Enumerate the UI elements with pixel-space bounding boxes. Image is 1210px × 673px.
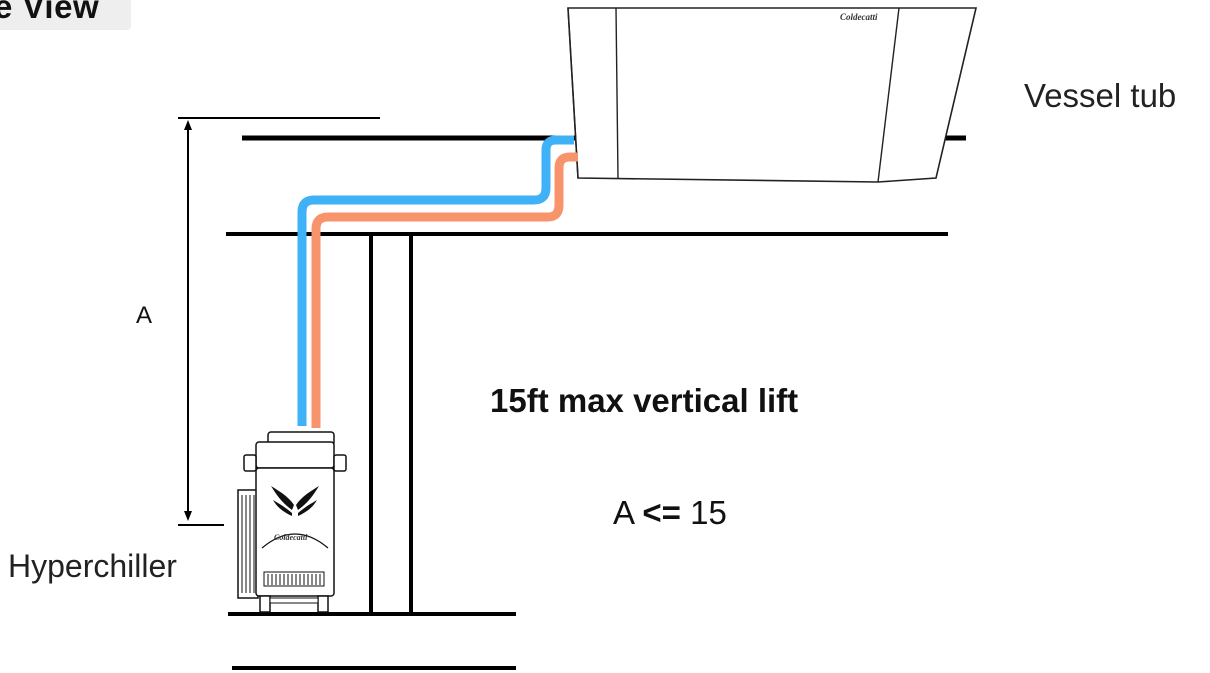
dimension-arrow-head-top xyxy=(184,120,192,130)
constraint-operator: <= xyxy=(642,494,681,531)
constraint-value: 15 xyxy=(690,494,727,531)
chiller-brand-logo: Coldecatti xyxy=(274,533,308,542)
dimension-a-label: A xyxy=(136,302,153,329)
max-vertical-lift-label: 15ft max vertical lift xyxy=(490,382,799,419)
dimension-arrow-head-bottom xyxy=(184,511,192,521)
lift-constraint: A <= 15 xyxy=(613,494,727,532)
wings-logo xyxy=(271,486,319,516)
view-title-tag: e View xyxy=(0,0,131,30)
vessel-tub xyxy=(567,7,978,183)
view-title: e View xyxy=(0,0,100,25)
hyperchiller-unit xyxy=(237,431,347,613)
constraint-variable: A xyxy=(613,494,634,531)
hyperchiller-label: Hyperchiller xyxy=(8,548,177,584)
return-pipe-orange xyxy=(311,152,578,428)
supply-pipe-blue xyxy=(297,135,574,426)
vessel-tub-label: Vessel tub xyxy=(1024,77,1177,114)
vessel-brand-logo: Coldecatti xyxy=(840,12,878,22)
